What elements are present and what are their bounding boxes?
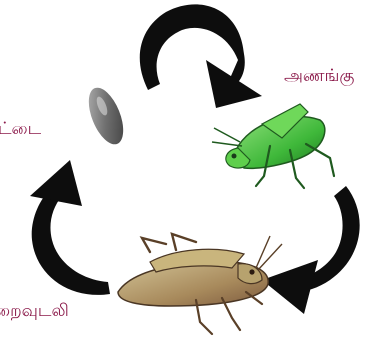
label-nymph: அணங்கு <box>284 66 354 88</box>
adult-illustration <box>118 234 282 334</box>
arrow-adult-to-egg <box>30 160 110 295</box>
egg-illustration <box>82 83 130 149</box>
nymph-illustration <box>212 104 334 188</box>
label-egg: ட்டை <box>0 119 41 141</box>
label-adult: றைவுடலி <box>0 301 69 323</box>
arrow-egg-to-nymph <box>140 4 262 108</box>
